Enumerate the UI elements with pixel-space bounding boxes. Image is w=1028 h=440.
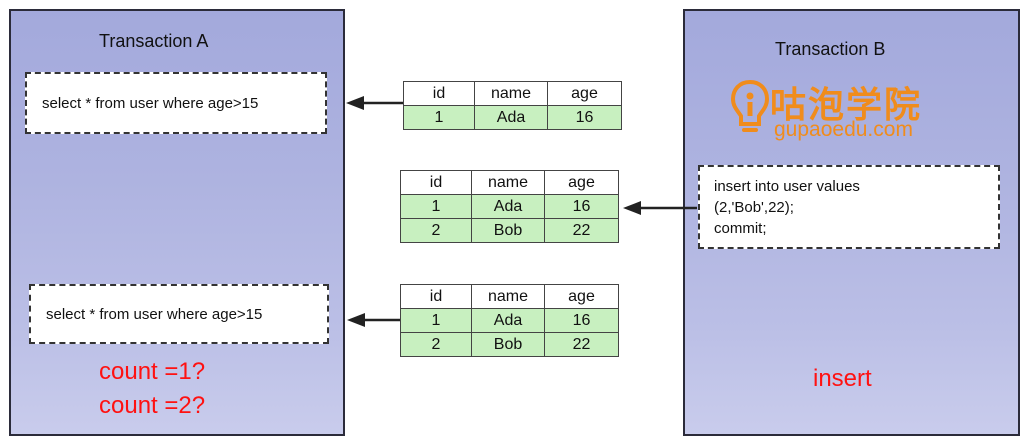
table-cell: 1 [403,105,475,130]
logo-chinese-text: 咕泡学院 [770,85,923,126]
insert-box: insert into user values (2,'Bob',22); co… [698,165,1000,249]
table-cell: 2 [400,332,472,357]
table-cell: 1 [400,194,472,219]
table-cell: Bob [471,332,545,357]
insert-line-1: insert into user values [714,177,860,195]
column-header: name [471,170,545,195]
table-header-row: id name age [400,284,619,309]
table-cell: Ada [471,194,545,219]
count-question-1: count =1? [99,358,206,385]
result-table-2: id name age 1 Ada 16 2 Bob 22 [400,170,619,243]
table-header-row: id name age [400,170,619,195]
arrow-table1-to-query1 [346,96,403,110]
insert-line-2: (2,'Bob',22); [714,198,794,216]
query-2-text: select * from user where age>15 [46,305,263,323]
column-header: id [403,81,475,106]
column-header: age [544,284,619,309]
table-row: 1 Ada 16 [400,194,619,219]
table-cell: 16 [544,308,619,333]
column-header: id [400,284,472,309]
table-cell: 16 [544,194,619,219]
logo-domain-text: gupaoedu.com [774,118,913,141]
table-header-row: id name age [403,81,622,106]
table-cell: Ada [471,308,545,333]
table-cell: Bob [471,218,545,243]
count-question-2: count =2? [99,392,206,419]
query-box-1: select * from user where age>15 [25,72,327,134]
column-header: name [471,284,545,309]
result-table-3: id name age 1 Ada 16 2 Bob 22 [400,284,619,357]
column-header: name [474,81,548,106]
table-cell: 16 [547,105,622,130]
table-row: 1 Ada 16 [400,308,619,333]
table-cell: 22 [544,332,619,357]
table-row: 2 Bob 22 [400,218,619,243]
lightbulb-icon [730,79,770,132]
table-cell: 1 [400,308,472,333]
table-row: 1 Ada 16 [403,105,622,130]
table-row: 2 Bob 22 [400,332,619,357]
arrow-table3-to-query2 [347,313,400,327]
table-cell: 2 [400,218,472,243]
table-cell: 22 [544,218,619,243]
insert-label: insert [813,365,872,392]
transaction-b-title: Transaction B [775,39,886,59]
query-box-2: select * from user where age>15 [29,284,329,344]
query-1-text: select * from user where age>15 [42,94,259,112]
insert-line-3: commit; [714,219,767,237]
transaction-a-title: Transaction A [99,31,209,51]
column-header: id [400,170,472,195]
column-header: age [544,170,619,195]
table-cell: Ada [474,105,548,130]
column-header: age [547,81,622,106]
gupao-logo: 咕泡学院 gupaoedu.com [730,76,970,146]
result-table-1: id name age 1 Ada 16 [403,81,622,130]
